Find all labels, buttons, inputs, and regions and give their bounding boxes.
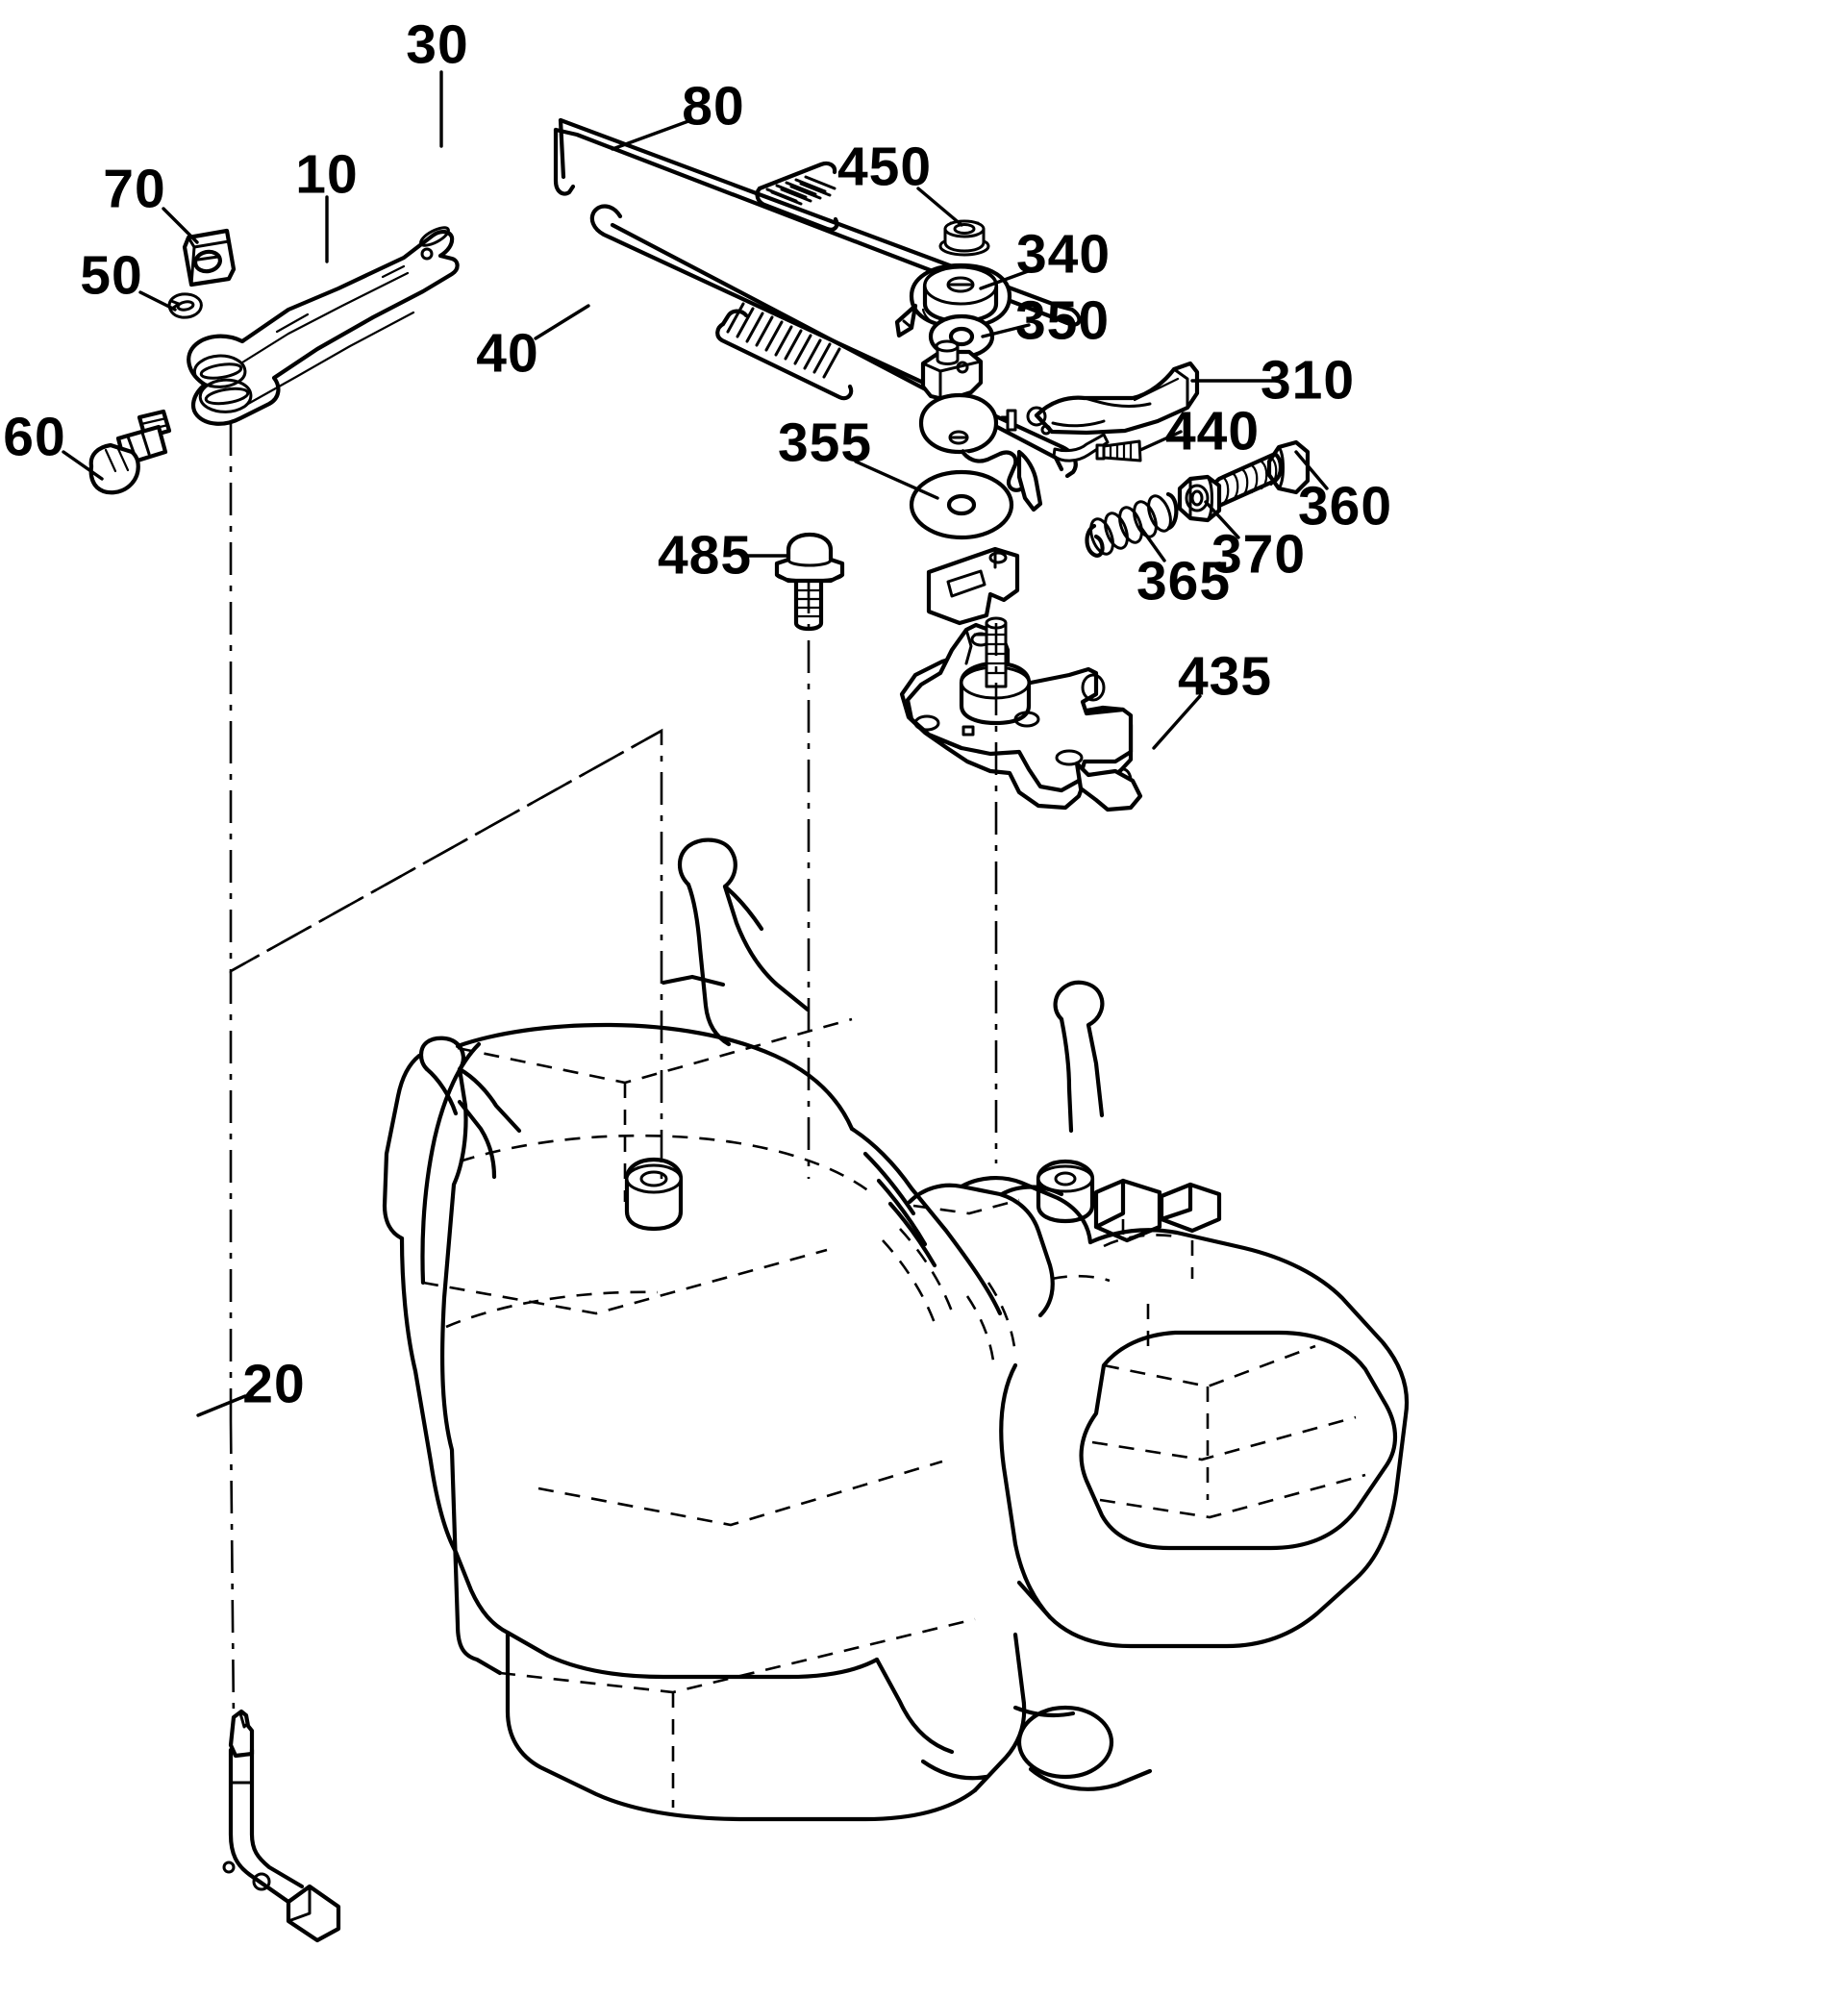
part-440-screw-small [1095, 439, 1142, 462]
part-40-shift-rod-lower [589, 204, 1078, 479]
callout-label-370: 370 [1211, 523, 1307, 586]
callout-label-60: 60 [3, 406, 66, 468]
callout-label-30: 30 [406, 13, 469, 76]
callout-label-365: 365 [1136, 550, 1232, 612]
callout-label-10: 10 [295, 143, 359, 206]
part-310-shift-arm [918, 339, 1200, 512]
callout-label-435: 435 [1177, 645, 1273, 708]
part-340-pivot-bushing [894, 262, 1012, 338]
part-355-washer-large [909, 469, 1014, 540]
callout-label-20: 20 [242, 1353, 306, 1415]
callout-label-485: 485 [657, 524, 753, 587]
callout-label-40: 40 [476, 322, 539, 385]
spring-80-coils [755, 161, 839, 232]
callout-leader-lines [62, 70, 1329, 1417]
assembly-centerlines [229, 423, 998, 1722]
transmission-housing [382, 837, 1410, 1822]
part-70-clip-nut [182, 228, 237, 287]
callout-label-70: 70 [103, 158, 166, 220]
callout-label-350: 350 [1014, 289, 1111, 352]
part-365-spring-compression [1085, 491, 1179, 558]
part-10-clutch-release-lever [187, 226, 460, 426]
part-450-flange-lock-nut [938, 219, 990, 257]
spring-40-coils [715, 302, 854, 401]
part-20-release-fork-shaft [222, 1709, 341, 1943]
callout-label-310: 310 [1260, 349, 1356, 412]
callout-label-80: 80 [682, 75, 745, 137]
callout-label-360: 360 [1297, 475, 1393, 537]
callout-label-50: 50 [80, 244, 143, 307]
callout-label-450: 450 [837, 136, 933, 198]
part-60-pivot-pin [88, 409, 172, 495]
callout-label-440: 440 [1164, 400, 1261, 462]
callout-label-355: 355 [777, 412, 873, 474]
part-370-nut-hex [1177, 474, 1222, 523]
part-435-bracket [899, 546, 1143, 812]
callout-label-340: 340 [1015, 223, 1111, 286]
part-50-snap-ring [167, 292, 203, 319]
